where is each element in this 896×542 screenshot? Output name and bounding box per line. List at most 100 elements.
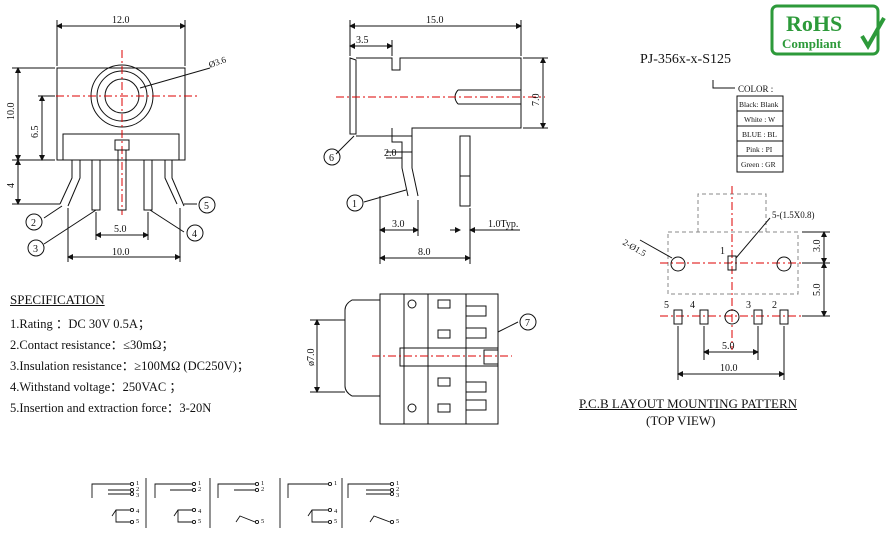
dim-text-side-pin-offset: 2.0: [384, 148, 397, 159]
pcb-layout: [639, 186, 830, 380]
pcb-mount-hole-left: [670, 256, 686, 272]
front-pin-5b: [171, 160, 185, 207]
svg-text:5: 5: [136, 518, 139, 525]
callout-1-label: 1: [352, 199, 357, 210]
callout-2-circle: [25, 213, 43, 231]
dim-text-side-pin-typ: 1.0Typ.: [488, 219, 518, 230]
side-front-flange: [349, 57, 357, 135]
callout-4-circle: [186, 224, 204, 242]
pcb-pin-4-label: 4: [690, 300, 695, 311]
spec-item-rating: 1.Rating ：DC 30V 0.5A；: [10, 317, 151, 331]
callout-6-label: 6: [329, 153, 334, 164]
pcb-title: P.C.B LAYOUT MOUNTING PATTERN: [579, 396, 798, 411]
rohs-line1: RoHS: [786, 11, 842, 36]
pcb-center-hole: [724, 309, 740, 325]
pcb-pin-3-label: 3: [746, 300, 751, 311]
dim-text-front-upper: 6.5: [30, 126, 41, 139]
pcb-slot-5: [673, 309, 683, 325]
svg-text:4: 4: [334, 508, 338, 515]
dim-text-side-length: 15.0: [426, 15, 444, 26]
svg-text:4: 4: [198, 508, 202, 515]
front-pin-5: [164, 160, 178, 205]
dim-text-pcb-h2: 10.0: [720, 363, 738, 374]
top-center-channel: [399, 347, 499, 367]
svg-text:3: 3: [136, 492, 139, 499]
pcb-mount-hole-right: [776, 256, 792, 272]
side-rear-pin: [459, 135, 471, 207]
pcb-subtitle: (TOP VIEW): [646, 413, 716, 428]
dim-text-pcb-h1: 5.0: [722, 341, 735, 352]
front-pin-2: [59, 160, 73, 205]
dim-text-hole-dia: Ø3.6: [207, 54, 228, 70]
front-view: [12, 20, 216, 262]
svg-text:1: 1: [136, 480, 139, 487]
top-hole-2: [407, 403, 417, 413]
spec-item-contact: 2.Contact resistance：≤30mΩ；: [10, 338, 175, 352]
leader-hole-dia: [139, 67, 211, 89]
color-table-header: COLOR :: [738, 84, 773, 94]
pcb-body-outline: [667, 193, 799, 295]
callout-3-label: 3: [33, 244, 38, 255]
dim-text-front-pitch: 5.0: [114, 224, 127, 235]
schematic-1: [91, 481, 135, 525]
color-row-blue: BLUE : BL: [742, 130, 777, 139]
dim-text-front-lower: 4: [6, 183, 17, 188]
front-body-outline: [56, 67, 186, 161]
color-row-green: Green : GR: [741, 160, 776, 169]
svg-text:4: 4: [136, 508, 140, 515]
side-pin-1: [401, 152, 419, 197]
pcb-slot-2: [779, 309, 789, 325]
top-front-flange: [344, 299, 381, 397]
dim-text-front-width: 12.0: [112, 15, 130, 26]
spec-title: SPECIFICATION: [10, 292, 105, 307]
side-view: [323, 20, 548, 264]
pcb-pin-5-label: 5: [664, 300, 669, 311]
callout-7-circle: [519, 313, 537, 331]
svg-text:1: 1: [261, 480, 264, 487]
checkmark-icon: [860, 17, 886, 50]
svg-text:5: 5: [261, 518, 264, 525]
svg-text:3: 3: [396, 492, 399, 499]
svg-text:2: 2: [136, 486, 139, 493]
pcb-hole-label: 2-Ø1.5: [621, 237, 648, 259]
rohs-line2: Compliant: [782, 36, 842, 51]
svg-text:1: 1: [198, 480, 201, 487]
dim-text-side-pin-x: 3.0: [392, 219, 405, 230]
dim-text-side-front: 3.5: [356, 35, 369, 46]
pcb-slot-4: [699, 309, 709, 325]
color-row-black: Black: Blank: [739, 100, 779, 109]
spec-item-force: 5.Insertion and extraction force：3-20N: [10, 401, 212, 415]
schematic-2: [154, 481, 197, 525]
pcb-pin-1-label: 1: [720, 246, 725, 257]
callout-7-label: 7: [525, 318, 530, 329]
dim-text-front-span: 10.0: [112, 247, 130, 258]
side-pin-seat: [391, 128, 413, 153]
color-row-pink: Pink : PI: [746, 145, 773, 154]
dim-text-pcb-v1: 3.0: [812, 240, 823, 253]
front-pin-3: [91, 159, 101, 211]
svg-text:2: 2: [198, 486, 201, 493]
schematic-5: [347, 481, 395, 525]
front-pin-1: [117, 149, 127, 211]
spec-item-insulation: 3.Insulation resistance：≥100MΩ (DC250V)；: [10, 359, 250, 373]
front-pin-2b: [67, 160, 81, 207]
dim-text-front-height: 10.0: [6, 103, 17, 121]
part-number: PJ-356x-x-S125: [640, 52, 732, 67]
callout-3-circle: [27, 239, 45, 257]
svg-text:2: 2: [261, 486, 264, 493]
pcb-slot-1: [727, 255, 737, 271]
dim-text-top-dia: ø7.0: [306, 349, 317, 367]
color-row-white: White : W: [744, 115, 776, 124]
top-view: [310, 293, 537, 425]
spec-item-voltage: 4.Withstand voltage：250VAC ；: [10, 380, 182, 394]
schematic-labels: 1 2 3 4 5 1 2 4 5 1 2 5 1 4 5 1 2 3 5: [136, 480, 399, 525]
callout-6-circle: [323, 148, 341, 166]
color-table: [712, 80, 784, 173]
pcb-slot-3: [753, 309, 763, 325]
svg-text:1: 1: [396, 480, 399, 487]
callout-2-label: 2: [31, 218, 36, 229]
dim-text-pcb-v2: 5.0: [812, 284, 823, 297]
schematic-4: [287, 481, 333, 525]
schematics: [91, 478, 395, 528]
